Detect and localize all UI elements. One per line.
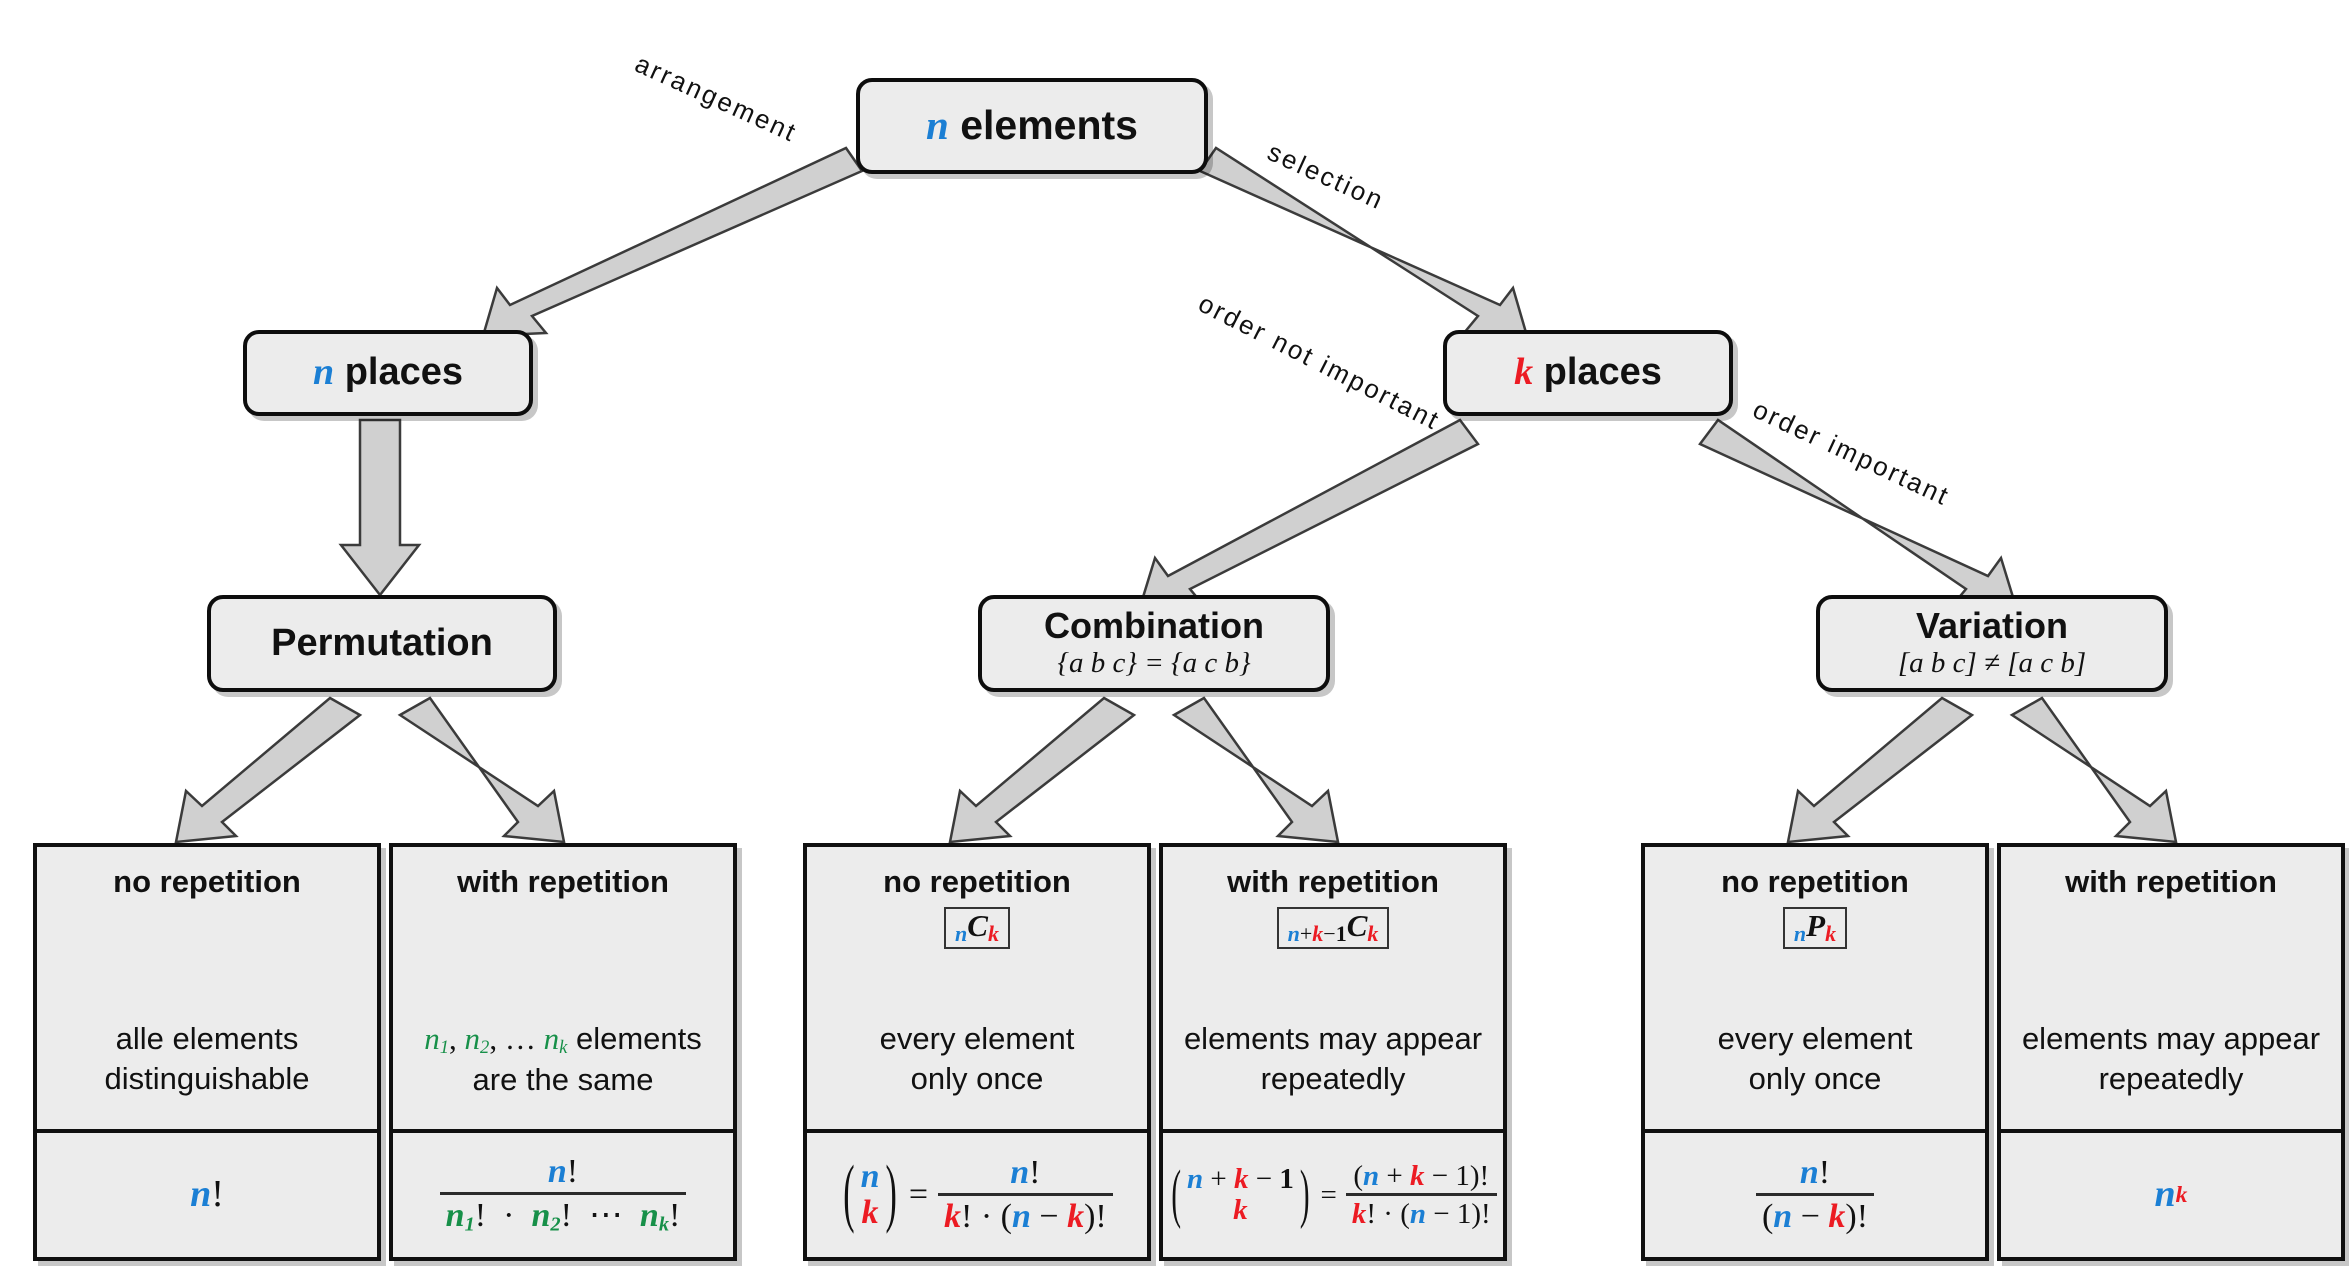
node-n-elements-label: elements <box>960 102 1138 149</box>
arrow-nplaces-permutation <box>338 418 422 598</box>
desc-line-2: only once <box>1748 1061 1882 1096</box>
leaf-header: no repetition <box>113 864 301 899</box>
leaf-header: no repetition <box>883 864 1071 899</box>
node-permutation-title: Permutation <box>271 621 493 664</box>
arrow-comb-left <box>948 696 1137 844</box>
leaf-header-area: with repetition <box>393 847 733 1003</box>
leaf-permutation-no-repetition[interactable]: no repetition alle elements distinguisha… <box>33 843 381 1261</box>
formula-n-factorial: n! <box>190 1173 224 1216</box>
formula-multiset-permutation: n! n1! · n2! ⋯ nk! <box>437 1154 690 1236</box>
symbol-n: n <box>312 351 335 394</box>
leaf-combination-no-repetition[interactable]: no repetition nCk every element only onc… <box>803 843 1151 1261</box>
leaf-formula: n! n1! · n2! ⋯ nk! <box>393 1133 733 1257</box>
node-variation-title: Variation <box>1915 604 2069 646</box>
arrow-var-left <box>1786 696 1975 844</box>
leaf-header-area: no repetition nPk <box>1645 847 1985 1003</box>
leaf-description: every element only once <box>807 1003 1147 1133</box>
leaf-header: with repetition <box>457 864 669 899</box>
leaf-combination-with-repetition[interactable]: with repetition n+k−1Ck elements may app… <box>1159 843 1507 1261</box>
node-n-elements-title: n elements <box>926 104 1138 147</box>
leaf-description: elements may appear repeatedly <box>2001 1003 2341 1133</box>
desc-line-2: distinguishable <box>104 1061 310 1096</box>
leaf-formula: n! (n − k)! <box>1645 1133 1985 1257</box>
node-variation-subtitle: [a b c] ≠ [a c b] <box>1897 646 2087 679</box>
leaf-permutation-with-repetition[interactable]: with repetition n1, n2, … nk elements ar… <box>389 843 737 1261</box>
node-variation[interactable]: Variation [a b c] ≠ [a c b] <box>1816 595 2168 692</box>
leaf-variation-no-repetition[interactable]: no repetition nPk every element only onc… <box>1641 843 1989 1261</box>
node-permutation[interactable]: Permutation <box>207 595 557 692</box>
leaf-formula: ( n + k − 1 k ) = (n + k − 1)! k! · (n −… <box>1163 1133 1503 1257</box>
leaf-header-area: with repetition n+k−1Ck <box>1163 847 1503 1003</box>
node-n-places-label: places <box>344 351 463 394</box>
desc-line-2: repeatedly <box>2098 1061 2244 1096</box>
leaf-header: with repetition <box>2065 864 2277 899</box>
arrow-perm-right <box>397 696 566 844</box>
leaf-header-area: no repetition <box>37 847 377 1003</box>
leaf-description: elements may appear repeatedly <box>1163 1003 1503 1133</box>
node-combination[interactable]: Combination {a b c} = {a c b} <box>978 595 1330 692</box>
node-n-places[interactable]: n places <box>243 330 533 416</box>
node-n-places-title: n places <box>312 351 463 394</box>
leaf-formula: ( n k ) = n! k! · (n − k)! <box>807 1133 1147 1257</box>
formula-binomial-coefficient: ( n k ) = n! k! · (n − k)! <box>838 1154 1116 1234</box>
symbol-box-nPk: nPk <box>1782 907 1848 949</box>
node-k-places-label: places <box>1543 351 1662 394</box>
desc-line-2: only once <box>910 1061 1044 1096</box>
node-combination-subtitle: {a b c} = {a c b} <box>1057 646 1251 679</box>
leaf-description: n1, n2, … nk elements are the same <box>393 1003 733 1133</box>
arrow-arrangement <box>481 146 864 338</box>
desc-line-2: are the same <box>472 1061 654 1097</box>
arrow-perm-left <box>174 696 363 844</box>
desc-line-2: repeatedly <box>1260 1061 1406 1096</box>
formula-multiset-coefficient: ( n + k − 1 k ) = (n + k − 1)! k! · (n −… <box>1166 1160 1499 1230</box>
node-k-places[interactable]: k places <box>1443 330 1733 416</box>
desc-line-1: every element <box>879 1021 1075 1057</box>
leaf-description: alle elements distinguishable <box>37 1003 377 1133</box>
node-n-elements[interactable]: n elements <box>856 78 1208 174</box>
desc-line-1: n1, n2, … nk elements <box>424 1020 702 1058</box>
desc-line-1: elements may appear <box>2021 1021 2321 1057</box>
arrow-order-important <box>1698 418 2018 609</box>
leaf-header-area: with repetition <box>2001 847 2341 1003</box>
node-combination-title: Combination <box>1044 604 1264 646</box>
desc-line-1: alle elements <box>115 1021 299 1057</box>
leaf-header-area: no repetition nCk <box>807 847 1147 1003</box>
arrow-order-not-important <box>1138 418 1480 609</box>
node-k-places-title: k places <box>1514 351 1662 394</box>
symbol-box-npluskminus1Ck: n+k−1Ck <box>1276 907 1390 949</box>
arrow-comb-right <box>1171 696 1340 844</box>
desc-line-1: every element <box>1717 1021 1913 1057</box>
arrow-var-right <box>2009 696 2178 844</box>
symbol-n: n <box>926 102 949 149</box>
leaf-header: with repetition <box>1227 864 1439 899</box>
formula-falling-factorial: n! (n − k)! <box>1753 1155 1877 1234</box>
arrow-selection <box>1198 146 1529 338</box>
leaf-description: every element only once <box>1645 1003 1985 1133</box>
desc-line-1: elements may appear <box>1183 1021 1483 1057</box>
leaf-variation-with-repetition[interactable]: with repetition elements may appear repe… <box>1997 843 2345 1261</box>
leaf-header: no repetition <box>1721 864 1909 899</box>
leaf-formula: n! <box>37 1133 377 1257</box>
symbol-k: k <box>1514 351 1534 394</box>
symbol-box-nCk: nCk <box>944 907 1010 949</box>
